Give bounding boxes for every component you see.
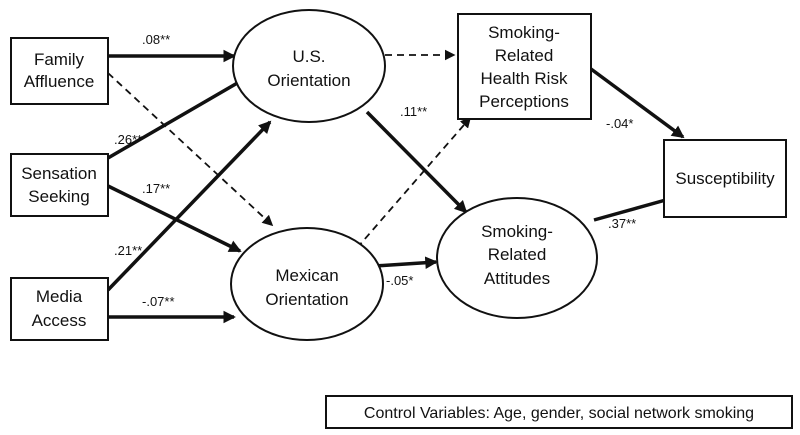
attitudes-label-line3: Attitudes xyxy=(484,269,550,288)
sensation-seeking-node: Sensation Seeking xyxy=(10,153,109,217)
smoking-related-attitudes-node: Smoking- Related Attitudes xyxy=(436,197,598,319)
us-orientation-label-line2: Orientation xyxy=(267,71,350,90)
attitudes-label-line2: Related xyxy=(488,245,547,264)
family-affluence-label-line2: Affluence xyxy=(24,72,95,91)
control-variables-text: Control Variables: Age, gender, social n… xyxy=(364,405,754,422)
sensation-seeking-label-line1: Sensation xyxy=(21,164,97,183)
health-risk-perceptions-node: Smoking- Related Health Risk Perceptions xyxy=(457,13,592,120)
coef-health-risk-susceptibility: -.04* xyxy=(606,116,633,131)
health-risk-label-line2: Related xyxy=(495,46,554,65)
us-orientation-node: U.S. Orientation xyxy=(232,9,386,123)
sensation-seeking-label-line2: Seeking xyxy=(28,187,89,206)
coef-us-attitudes: .11** xyxy=(400,104,427,119)
coef-media-access-mexican: -.07** xyxy=(142,294,175,309)
mexican-orientation-label-line2: Orientation xyxy=(265,290,348,309)
coef-sensation-seeking-mexican: .17** xyxy=(142,181,170,196)
control-variables-note: Control Variables: Age, gender, social n… xyxy=(325,395,793,429)
coef-sensation-seeking-us: .26** xyxy=(114,132,142,147)
us-orientation-label-line1: U.S. xyxy=(292,47,325,66)
media-access-node: Media Access xyxy=(10,277,109,341)
coef-mexican-attitudes: -.05* xyxy=(386,273,413,288)
path-health-risk-to-susceptibility xyxy=(589,67,685,139)
mexican-orientation-node: Mexican Orientation xyxy=(230,227,384,341)
family-affluence-label-line1: Family xyxy=(34,50,85,69)
path-mexican-orientation-to-health-risk xyxy=(356,116,472,249)
health-risk-label-line1: Smoking- xyxy=(488,23,560,42)
coef-attitudes-susceptibility: .37** xyxy=(608,216,636,231)
path-family-affluence-to-mexican-orientation xyxy=(107,72,274,227)
path-sensation-seeking-to-mexican-orientation xyxy=(107,184,242,253)
susceptibility-label: Susceptibility xyxy=(675,169,775,188)
health-risk-label-line3: Health Risk xyxy=(481,69,568,88)
path-sensation-seeking-to-us-orientation xyxy=(107,76,248,160)
mexican-orientation-label-line1: Mexican xyxy=(275,266,338,285)
attitudes-label-line1: Smoking- xyxy=(481,222,553,241)
susceptibility-node: Susceptibility xyxy=(663,139,787,218)
media-access-label-line2: Access xyxy=(32,311,87,330)
coef-family-affluence-us: .08** xyxy=(142,32,170,47)
path-mexican-orientation-to-attitudes xyxy=(374,256,438,269)
health-risk-label-line4: Perceptions xyxy=(479,92,569,111)
path-media-access-to-us-orientation xyxy=(106,120,272,292)
family-affluence-node: Family Affluence xyxy=(10,37,109,105)
media-access-label-line1: Media xyxy=(36,287,83,306)
path-us-orientation-to-attitudes xyxy=(365,110,468,214)
coef-media-access-us: .21** xyxy=(114,243,142,258)
